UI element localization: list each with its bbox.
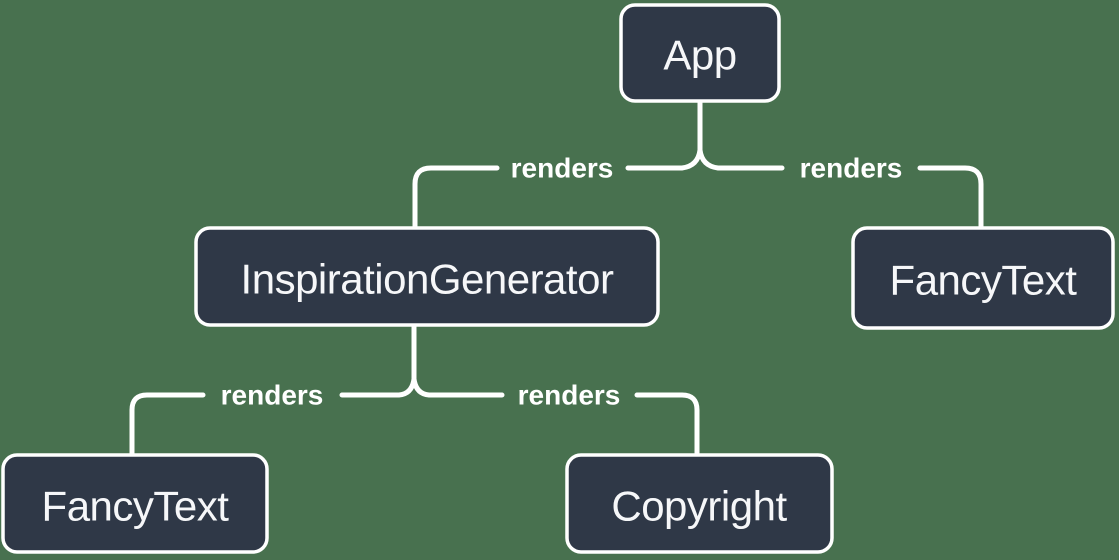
node-copyright-label: Copyright [611,483,787,530]
node-copyright-box [565,453,834,554]
node-copyright: Copyright [565,453,834,554]
node-app-label: App [663,32,736,79]
node-fancy-text-top: FancyText [851,226,1115,330]
node-fancy-text-top-label: FancyText [890,257,1078,304]
edge-label-app-fancytext: renders [800,153,903,184]
edge-app-fork [625,147,785,171]
node-fancy-text-bottom-box [1,453,269,554]
edge-app-inspirationgenerator [412,165,500,231]
edge-inspirationgenerator-fancytext [129,392,206,458]
node-inspiration-generator-box [194,226,660,327]
node-fancy-text-top-box [851,226,1115,330]
edge-labels: renders renders renders renders [221,153,903,411]
node-app-box [619,3,781,103]
edge-app-fancytext [917,165,984,231]
edge-label-app-inspirationgenerator: renders [511,153,614,184]
node-app: App [619,3,781,103]
edge-label-inspirationgenerator-copyright: renders [518,380,621,411]
edge-inspirationgenerator-fork [339,376,505,398]
node-fancy-text-bottom: FancyText [1,453,269,554]
node-inspiration-generator-label: InspirationGenerator [241,256,614,303]
edges [129,98,984,458]
node-inspiration-generator: InspirationGenerator [194,226,660,327]
edge-label-inspirationgenerator-fancytext: renders [221,380,324,411]
node-fancy-text-bottom-label: FancyText [42,483,230,530]
edge-inspirationgenerator-copyright [634,392,700,458]
